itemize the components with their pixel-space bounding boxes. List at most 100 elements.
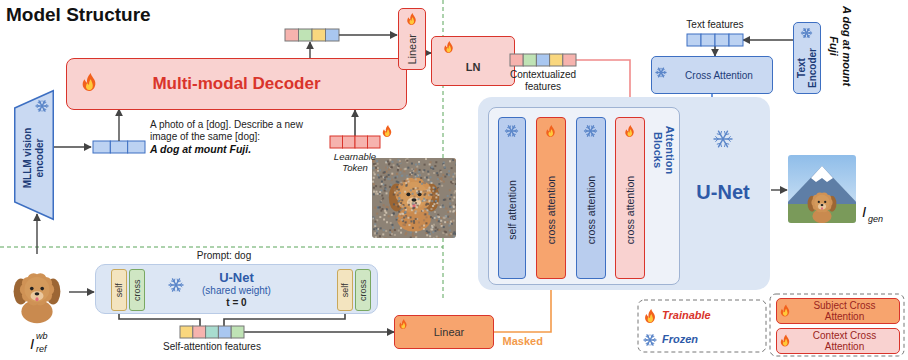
noise-dot (398, 193, 400, 195)
flame-outer (444, 41, 452, 53)
snowflake-branch (44, 102, 46, 104)
flame-outer (781, 335, 789, 347)
noise-dot (384, 184, 386, 186)
noise-dot (414, 212, 416, 214)
noise-dot (380, 176, 382, 178)
noise-dot (428, 200, 430, 202)
noise-dot (372, 217, 374, 219)
noise-dot (396, 186, 398, 188)
flame-icon (83, 73, 96, 91)
dog-muzzle (31, 291, 44, 300)
dog-eye (818, 201, 820, 203)
node-label: U-Net (683, 181, 763, 204)
noise-dot (388, 174, 390, 176)
token-cell (550, 54, 563, 66)
snowflake-branch (177, 279, 179, 282)
token-bar: Contextualized features (510, 54, 576, 66)
noise-dot (448, 174, 450, 176)
noise-dot (440, 171, 442, 173)
noise-dot (415, 187, 417, 189)
noise-dot (444, 231, 446, 233)
snowflake-branch (170, 285, 172, 287)
noise-dot (404, 191, 406, 193)
noise-dot (379, 193, 381, 195)
noise-dot (455, 204, 456, 206)
linear-layer: Linear (394, 315, 494, 349)
noise-dot (441, 185, 443, 187)
dog-nose (411, 198, 416, 202)
token-cell (330, 136, 343, 148)
flame-inner (86, 79, 93, 90)
noise-dot (424, 182, 426, 184)
noise-dot (444, 238, 446, 239)
noise-dot (421, 183, 423, 185)
noise-dot (412, 207, 414, 209)
noise-dot (394, 229, 396, 231)
snowflake-arm (659, 68, 664, 77)
noise-dot (375, 185, 377, 187)
dog-nose (35, 292, 40, 295)
noise-dot (434, 165, 436, 167)
noise-dot (374, 173, 376, 175)
noise-dot (411, 172, 413, 174)
noise-dot (399, 161, 401, 163)
token-cell (110, 141, 127, 153)
noise-dot (450, 178, 452, 180)
noise-dot (387, 178, 389, 180)
connector (354, 110, 356, 136)
snowflake-branch (728, 139, 730, 141)
noise-dot (419, 181, 421, 183)
attention-layer: cross attention (576, 117, 606, 279)
noise-dot (425, 190, 427, 192)
noise-dot (449, 229, 451, 231)
noise-dot (381, 199, 383, 201)
flame-outer (781, 305, 789, 317)
noise-dot (454, 158, 456, 160)
noise-dot (404, 212, 406, 214)
snowflake-branch (725, 143, 728, 145)
snowflake-branch (653, 340, 655, 342)
noise-dot (374, 223, 376, 225)
noise-dot (385, 212, 387, 214)
noise-dot (417, 174, 419, 176)
noise-dot (405, 168, 407, 170)
noise-dot (441, 225, 443, 227)
noise-dot (452, 181, 454, 183)
dog-figure (808, 192, 837, 223)
noise-dot (442, 163, 444, 165)
linear-layer: Linear (398, 8, 426, 70)
noise-dot (435, 161, 437, 163)
flame-icon (546, 125, 554, 137)
noise-dot (398, 200, 400, 202)
noise-dot (450, 206, 452, 208)
snowflake-arm (804, 29, 809, 38)
noise-dot (430, 167, 432, 169)
snowflake-branch (651, 343, 653, 345)
noise-dot (446, 233, 448, 235)
noise-dot (381, 180, 383, 182)
dog-head (814, 195, 829, 210)
noise-dot (405, 180, 407, 182)
noise-dot (440, 177, 442, 179)
snowflake-branch (807, 29, 809, 31)
noise-dot (376, 219, 378, 221)
noise-dot (386, 192, 388, 194)
noise-dot (394, 189, 396, 191)
noise-dot (429, 235, 431, 237)
snowflake-arm (714, 138, 732, 139)
noise-dot (376, 160, 378, 162)
noise-dot (429, 187, 431, 189)
dog-head (25, 277, 50, 302)
noise-dot (416, 206, 418, 208)
noise-dot (453, 231, 455, 233)
noise-dot (400, 227, 402, 229)
unet-layer: self (111, 269, 127, 311)
flame-inner (628, 129, 633, 136)
token-cell (536, 54, 549, 66)
node-label: Contextualized features (500, 69, 586, 93)
node-label: Multi-modal Decoder (152, 74, 320, 94)
noise-dot (385, 166, 387, 168)
noise-dot (434, 217, 436, 219)
noise-dot (373, 187, 375, 189)
token-bar: Learnable Token (330, 136, 380, 148)
